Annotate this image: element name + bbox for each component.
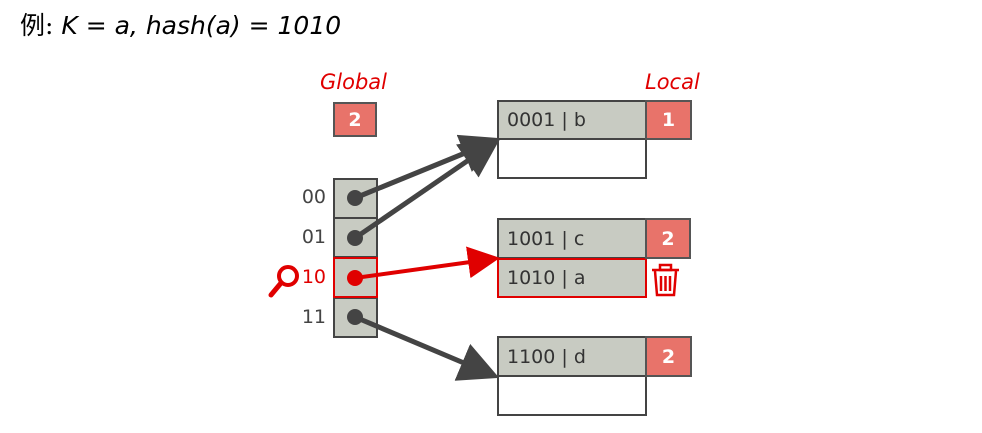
pointer-11 xyxy=(354,314,500,381)
pointer-dot-10 xyxy=(347,270,363,286)
pointer-10 xyxy=(354,246,500,280)
bucket-1-local-depth: 2 xyxy=(645,218,691,259)
bucket-2-local-depth: 2 xyxy=(645,336,692,377)
pointer-01 xyxy=(353,138,501,241)
directory-label-00: 00 xyxy=(301,186,326,208)
bucket-1-slot-1[interactable]: 1010 | a xyxy=(497,258,647,298)
example-heading: 例: K = a, hash(a) = 1010 xyxy=(20,6,341,42)
global-label: Global xyxy=(320,70,387,94)
magnifier-icon xyxy=(268,265,299,298)
directory-label-10: 10 xyxy=(301,266,326,288)
bucket-2-slot-1[interactable] xyxy=(497,375,647,416)
local-label: Local xyxy=(645,70,700,94)
trash-icon xyxy=(652,263,679,297)
directory-label-11: 11 xyxy=(301,306,326,328)
bucket-0-local-depth: 1 xyxy=(645,100,692,140)
directory-label-01: 01 xyxy=(301,226,326,248)
global-depth-box: 2 xyxy=(333,102,377,137)
pointer-dot-01 xyxy=(347,230,363,246)
heading-formula: K = a, hash(a) = 1010 xyxy=(61,11,342,40)
pointer-dot-00 xyxy=(347,190,363,206)
pointer-dot-11 xyxy=(347,309,363,325)
bucket-1-slot-0[interactable]: 1001 | c xyxy=(497,218,647,259)
heading-prefix: 例: xyxy=(20,11,62,40)
bucket-2-slot-0[interactable]: 1100 | d xyxy=(497,336,647,377)
